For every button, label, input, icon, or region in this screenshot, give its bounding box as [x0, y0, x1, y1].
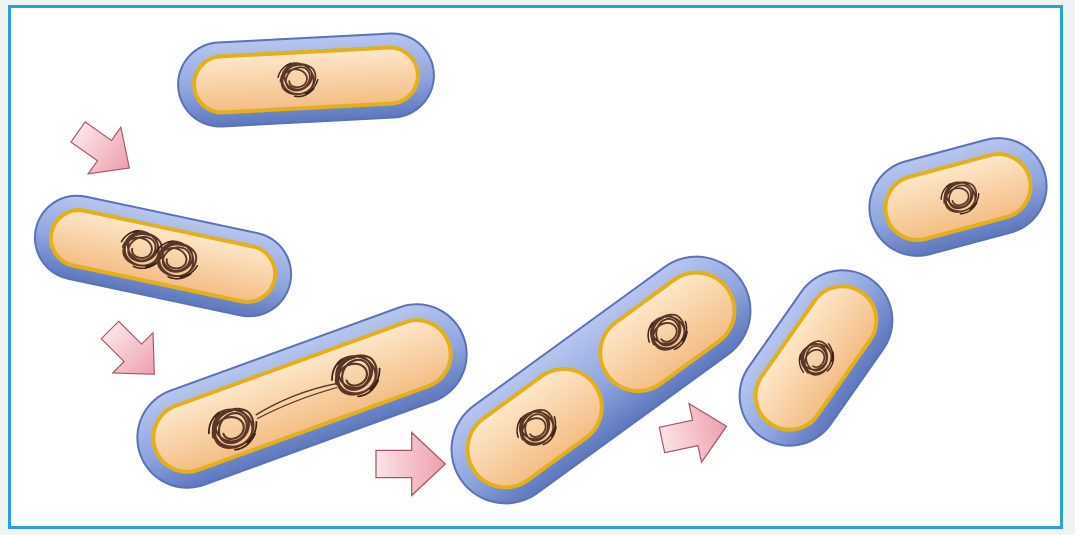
cell-daughter-1 — [720, 251, 912, 466]
cell-stage-1 — [176, 31, 436, 128]
cell-stage-2 — [27, 188, 299, 324]
cell-daughter-2 — [859, 127, 1058, 266]
arrow-3 — [376, 433, 445, 496]
cell-stage-4 — [430, 235, 772, 525]
arrow-1 — [62, 109, 146, 192]
arrow-4 — [656, 397, 733, 469]
arrow-2 — [90, 310, 175, 395]
